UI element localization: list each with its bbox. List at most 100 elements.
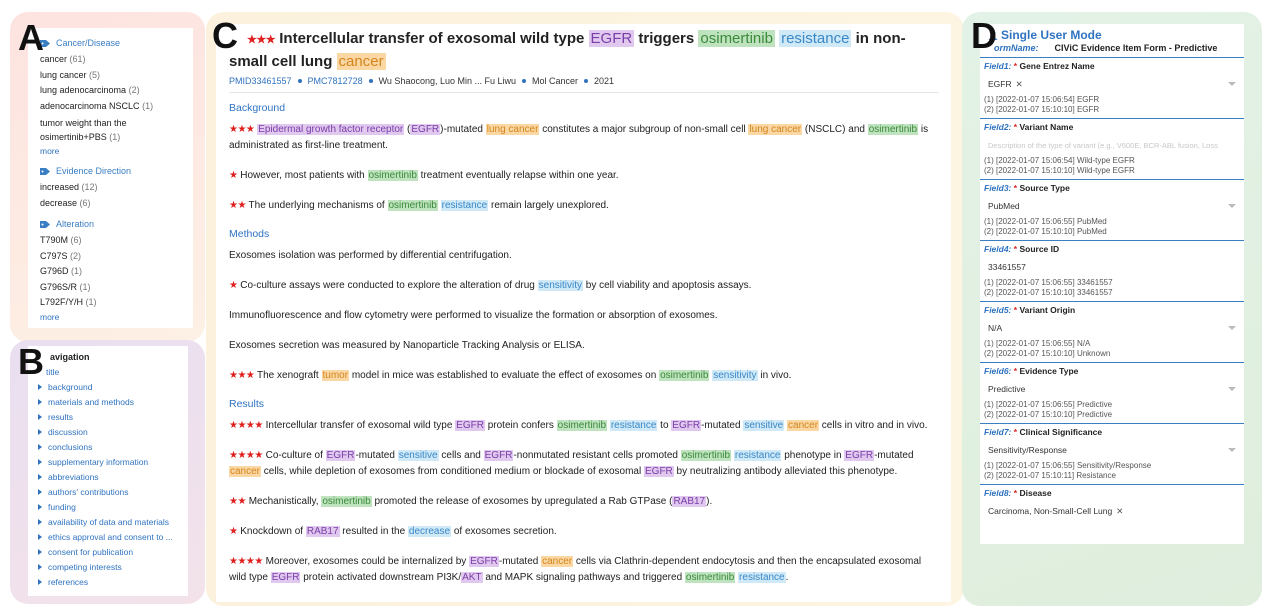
field-header: Field5: * Variant Origin [984,305,1076,315]
field-input[interactable]: N/A [984,321,1240,335]
facet-item[interactable]: C797S (2) [40,250,82,261]
field-input[interactable]: Carcinoma, Non-Small-Cell Lung✕ [984,504,1240,518]
article-title: ★★★ Intercellular transfer of exosomal w… [229,30,906,70]
bullet-icon [368,79,373,83]
caret-right-icon [38,534,42,540]
divider [229,92,939,93]
panel-label-d: D [971,15,997,56]
field-input[interactable]: Sensitivity/Response [984,443,1240,457]
nav-item[interactable]: abbreviations [38,470,180,485]
sentence[interactable]: ★★★★ Moreover, exosomes could be interna… [229,556,922,583]
sentence[interactable]: Exosomes secretion was measured by Nanop… [229,340,585,351]
caret-right-icon [38,459,42,465]
facet-title: Alteration [56,219,95,229]
field-value: PubMed [988,201,1020,211]
nav-item-title[interactable]: title [46,367,60,377]
nav-item[interactable]: results [38,410,180,425]
form-panel: Single User Mode ormName: CIViC Evidence… [980,24,1244,544]
sentence[interactable]: ★★★ Epidermal growth factor receptor (EG… [229,124,929,151]
field-input[interactable]: Predictive [984,382,1240,396]
nav-item[interactable]: consent for publication [38,545,180,560]
field-history: (1) [2022-01-07 15:06:55] Predictive(2) … [984,400,1113,419]
facet-more-link[interactable]: more [40,146,60,156]
sentence[interactable]: ★ Co-culture assays were conducted to ex… [229,280,752,291]
input-placeholder: Description of the type of variant (e.g.… [988,140,1218,150]
field-input[interactable]: PubMed [984,199,1240,213]
caret-right-icon [38,519,42,525]
facet-item[interactable]: T790M (6) [40,235,82,245]
chevron-down-icon[interactable] [1228,387,1236,391]
chevron-down-icon[interactable] [1228,82,1236,86]
nav-item[interactable]: supplementary information [38,455,180,470]
sentence[interactable]: ★★ Mechanistically, osimertinib promoted… [229,496,713,507]
field-value: Predictive [988,384,1026,394]
facet-alteration-header[interactable]: Alteration [40,219,183,229]
nav-item[interactable]: availability of data and materials [38,515,180,530]
sentence[interactable]: Immunofluorescence and flow cytometry we… [229,310,718,321]
chevron-down-icon[interactable] [1228,448,1236,452]
remove-icon[interactable]: ✕ [1015,78,1023,89]
nav-item[interactable]: background [38,380,180,395]
facet-item[interactable]: tumor weight than the osimertinib+PBS (1… [40,118,127,142]
journal: Mol Cancer [532,76,579,86]
field-history: (1) [2022-01-07 15:06:54] EGFR(2) [2022-… [984,95,1100,114]
selected-tag[interactable]: Carcinoma, Non-Small-Cell Lung✕ [988,505,1124,516]
chevron-down-icon[interactable] [1228,326,1236,330]
facet-item[interactable]: increased (12) [40,182,98,192]
sentence[interactable]: ★★★★ Co-culture of EGFR-mutated sensitiv… [229,450,914,477]
sentence[interactable]: Exosomes isolation was performed by diff… [229,250,512,261]
facet-item[interactable]: G796S/R (1) [40,281,91,292]
chevron-down-icon[interactable] [1228,204,1236,208]
nav-item[interactable]: competing interests [38,560,180,575]
nav-item[interactable]: discussion [38,425,180,440]
authors: Wu Shaocong, Luo Min ... Fu Liwu [378,76,517,86]
caret-right-icon [38,489,42,495]
field-input[interactable]: EGFR✕ [984,77,1240,91]
nav-item[interactable]: ethics approval and consent to ... [38,530,180,545]
field-header: Field1: * Gene Entrez Name [984,61,1095,71]
nav-item[interactable]: funding [38,500,180,515]
facet-item[interactable]: decrease (6) [40,197,91,208]
pmc-link[interactable]: PMC7812728 [307,76,363,86]
sentence[interactable]: ★★★ The xenograft tumor model in mice wa… [229,370,792,381]
field-input[interactable]: 33461557 [984,260,1240,274]
nav-item[interactable]: authors' contributions [38,485,180,500]
field-header: Field6: * Evidence Type [984,366,1079,376]
sentence[interactable]: ★ However, most patients with osimertini… [229,170,619,181]
sentence[interactable]: ★ Knockdown of RAB17 resulted in the dec… [229,526,557,537]
facet-item[interactable]: adenocarcinoma NSCLC (1) [40,100,154,111]
selected-tag[interactable]: EGFR✕ [988,78,1023,89]
facet-evidence-direction-header[interactable]: Evidence Direction [40,166,183,176]
nav-item[interactable]: materials and methods [38,395,180,410]
tag-icon [40,39,50,47]
facet-item[interactable]: cancer (61) [40,54,86,64]
field-input[interactable]: Description of the type of variant (e.g.… [984,138,1240,152]
tag-icon [40,220,50,228]
facet-item[interactable]: lung adenocarcinoma (2) [40,85,140,95]
facet-more-link[interactable]: more [40,311,60,322]
sentence[interactable]: ★★ The underlying mechanisms of osimerti… [229,200,609,211]
field-history: (1) [2022-01-07 15:06:55] Sensitivity/Re… [984,461,1152,480]
facet-item[interactable]: L792F/Y/H (1) [40,297,97,307]
mode-header: Single User Mode [988,28,1244,42]
facet-item[interactable]: G796D (1) [40,266,83,276]
facet-cancer-disease-header[interactable]: Cancer/Disease [40,38,183,48]
caret-right-icon [38,579,42,585]
field-history: (1) [2022-01-07 15:06:55] PubMed(2) [202… [984,217,1107,236]
nav-item[interactable]: references [38,575,180,590]
pmid-link[interactable]: PMID33461557 [229,76,292,86]
remove-icon[interactable]: ✕ [1116,505,1124,516]
facet-title: Cancer/Disease [56,38,121,48]
field-header: Field2: * Variant Name [984,122,1074,132]
bullet-icon [522,79,527,83]
facet-item[interactable]: lung cancer (5) [40,69,101,80]
sentence[interactable]: ★★★★ Intercellular transfer of exosomal … [229,420,928,431]
caret-right-icon [38,384,42,390]
nav-item[interactable]: conclusions [38,440,180,455]
